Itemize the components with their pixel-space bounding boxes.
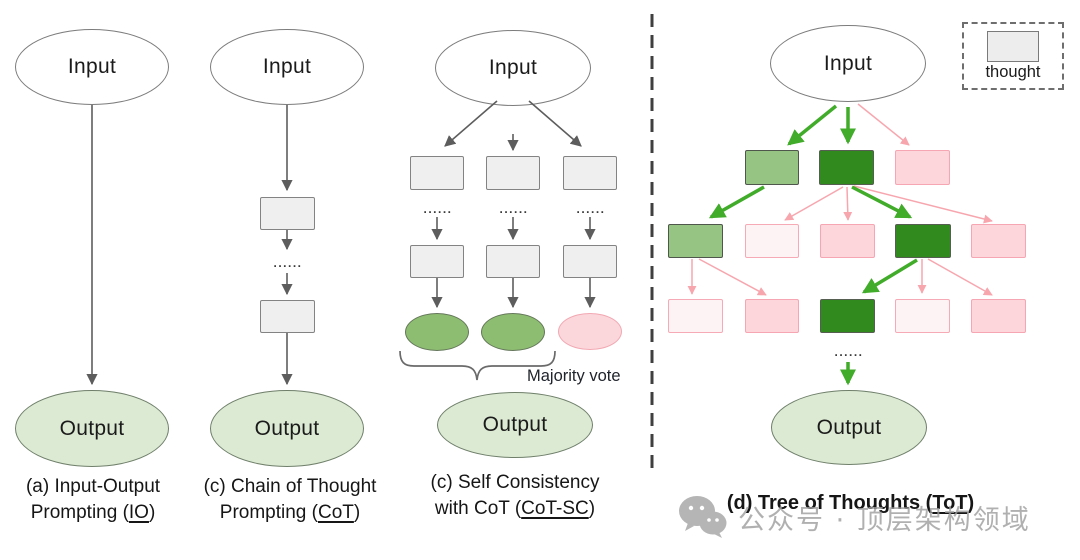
tot-l1-state-pink [895, 150, 950, 185]
tot-output-ellipse: Output [771, 390, 927, 465]
thought-legend: thought [962, 22, 1064, 90]
cotsc-ellipsis-1: ...... [423, 202, 453, 216]
io-caption: (a) Input-Output Prompting (IO) [0, 474, 186, 526]
tot-l2-state-2-pink-faint [745, 224, 799, 258]
tot-caption-pre: (d) Tree of Thoughts ( [726, 492, 933, 514]
cotsc-thought-box-a3 [563, 156, 617, 190]
io-caption-line1: (a) Input-Output [25, 476, 161, 497]
tot-caption-post: ) [967, 492, 975, 514]
cotsc-caption-line2-post: ) [588, 498, 596, 520]
io-input-label: Input [67, 55, 117, 78]
io-caption-line2-pre: Prompting ( [30, 502, 129, 524]
cotsc-answer-green-2 [481, 313, 545, 351]
cot-caption: (c) Chain of Thought Prompting (CoT) [192, 474, 388, 526]
tot-input-label: Input [823, 51, 873, 75]
green-arrows [708, 104, 918, 386]
tot-edge-l1b-l2d [851, 185, 913, 219]
io-caption-line2-post: ) [148, 502, 156, 524]
cotsc-arrow-branch-left [444, 100, 498, 147]
cot-input-ellipse: Input [210, 29, 364, 105]
tot-l3-state-1-pink-faint [668, 299, 723, 333]
cotsc-ellipsis-2: ...... [499, 202, 529, 216]
cot-caption-line2-pre: Prompting ( [219, 502, 318, 524]
tot-l2-state-4-green-dark [895, 224, 951, 258]
cotsc-thought-box-b1 [410, 245, 464, 278]
cotsc-output-ellipse: Output [437, 392, 593, 458]
tot-edge-l2d-l3c [861, 258, 918, 294]
majority-vote-label: Majority vote [527, 367, 621, 385]
tot-edge-l1g-l2b [843, 186, 853, 221]
cot-thought-box-2 [260, 300, 315, 333]
cotsc-caption-abbr: CoT-SC [521, 498, 589, 520]
cot-caption-abbr: CoT [317, 502, 354, 524]
tot-l1-state-green-dark [819, 150, 874, 185]
tot-l3-state-5-pink [971, 299, 1026, 333]
tot-input-ellipse: Input [770, 25, 926, 102]
pink-arrows [687, 103, 993, 296]
tot-l2-state-1-green-light [668, 224, 723, 258]
cot-output-ellipse: Output [210, 390, 364, 467]
cot-caption-line1: (c) Chain of Thought [203, 476, 377, 497]
tot-l1-state-green-light [745, 150, 799, 185]
tot-l2-state-5-pink [971, 224, 1026, 258]
cotsc-caption-line2-pre: with CoT ( [434, 498, 522, 520]
tot-l2-state-3-pink [820, 224, 875, 258]
tot-edge-l1g-l2c [853, 185, 993, 224]
tot-l3-state-4-pink-faint [895, 299, 950, 333]
io-output-label: Output [59, 416, 125, 440]
cotsc-input-ellipse: Input [435, 30, 591, 106]
cot-output-label: Output [254, 416, 320, 440]
tot-l3-state-2-pink [745, 299, 799, 333]
cot-thought-box-1 [260, 197, 315, 230]
cotsc-input-label: Input [488, 56, 538, 79]
tot-edge-l1a-l2a [708, 185, 765, 219]
io-input-ellipse: Input [15, 29, 169, 105]
cotsc-thought-box-a2 [486, 156, 540, 190]
cot-input-label: Input [262, 55, 312, 78]
tot-caption: (d) Tree of Thoughts (ToT) [683, 490, 1018, 518]
tot-edge-input-l1p [857, 103, 910, 146]
cotsc-thought-box-b2 [486, 245, 540, 278]
cotsc-output-label: Output [482, 413, 548, 436]
cot-ellipsis: ...... [273, 256, 303, 270]
cotsc-ellipsis-3: ...... [576, 202, 606, 216]
thought-legend-label: thought [985, 63, 1041, 81]
cotsc-arrow-branch-right [528, 100, 582, 147]
tot-edge-l2g-l3d [927, 258, 993, 296]
thought-legend-swatch [987, 31, 1039, 62]
cotsc-thought-box-b3 [563, 245, 617, 278]
cotsc-caption: (c) Self Consistency with CoT (CoT-SC) [400, 470, 630, 522]
tot-edge-l1g-l2a [784, 186, 844, 221]
tot-output-label: Output [816, 415, 882, 439]
tot-ellipsis: ...... [834, 345, 864, 359]
tot-caption-abbr: ToT [932, 492, 968, 514]
cot-caption-line2-post: ) [353, 502, 361, 524]
cotsc-answer-green-1 [405, 313, 469, 351]
tot-edge-input-l1a [787, 104, 838, 146]
tot-edge-l2m-l3b [698, 258, 767, 296]
cotsc-answer-pink [558, 313, 622, 350]
cotsc-caption-line1: (c) Self Consistency [430, 472, 600, 493]
tot-l3-state-3-green-dark [820, 299, 875, 333]
io-output-ellipse: Output [15, 390, 169, 467]
cotsc-thought-box-a1 [410, 156, 464, 190]
io-caption-abbr: IO [128, 502, 149, 524]
